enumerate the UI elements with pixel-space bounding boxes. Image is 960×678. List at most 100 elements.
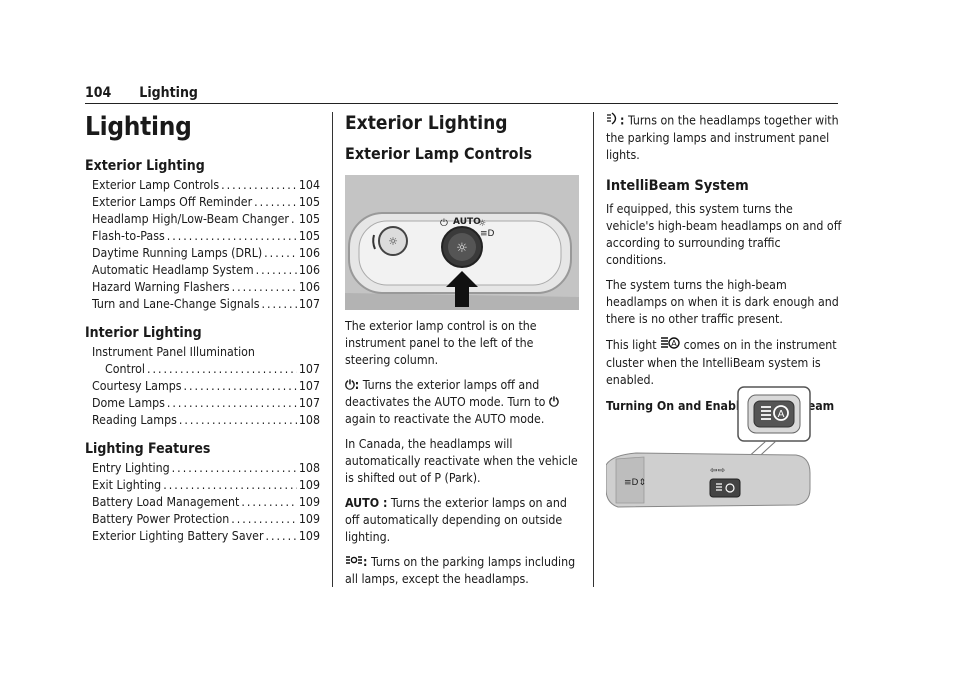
toc-page-number: 105 (298, 229, 320, 243)
toc-entry-label: Hazard Warning Flashers (92, 280, 230, 294)
svg-text:≡D⇕: ≡D⇕ (624, 478, 646, 488)
column-divider-1 (332, 112, 333, 587)
intellibeam-icon: A (660, 336, 680, 355)
svg-text:☼: ☼ (388, 235, 398, 248)
toc-leader-dots (291, 211, 297, 228)
toc-entry-label: Daytime Running Lamps (DRL) (92, 246, 263, 260)
toc-page-number: 104 (298, 178, 320, 192)
toc-leader-dots (184, 378, 297, 395)
toc-leader-dots (167, 395, 297, 412)
toc-leader-dots (266, 528, 297, 545)
toc-leader-dots (221, 177, 297, 194)
toc-leader-dots (256, 262, 297, 279)
toc-entry-continuation[interactable]: Control107 (85, 361, 320, 378)
toc-page-number: 109 (298, 529, 320, 543)
page-number: 104 (85, 85, 112, 101)
toc-page-number: 108 (298, 461, 320, 475)
toc-leader-dots (167, 228, 297, 245)
parking-lamps-description: : Turns on the parking lamps including a… (345, 555, 576, 586)
toc-group-heading: Exterior Lighting (85, 158, 205, 174)
toc-leader-dots (261, 296, 296, 313)
toc-entry-label: Reading Lamps (92, 413, 177, 427)
toc-entry[interactable]: Dome Lamps 107 (85, 395, 320, 412)
content-column-3: : Turns on the headlamps together with t… (606, 112, 842, 420)
toc-entry[interactable]: Instrument Panel Illumination (92, 345, 255, 359)
svg-text:A: A (671, 339, 677, 348)
toc-entry[interactable]: Exterior Lamps Off Reminder105 (85, 194, 320, 211)
headlamps-description: : Turns on the headlamps together with t… (606, 112, 839, 162)
toc-leader-dots (172, 460, 297, 477)
toc-entry-label: Exterior Lamps Off Reminder (92, 195, 253, 209)
svg-text:⇦⇨: ⇦⇨ (710, 466, 726, 476)
toc-entry[interactable]: Battery Load Management 109 (85, 494, 320, 511)
toc-entry[interactable]: Reading Lamps108 (85, 412, 320, 429)
toc-page-number: 107 (298, 379, 320, 393)
control-location-text: The exterior lamp control is on the inst… (345, 319, 537, 367)
toc-page-number: 109 (298, 512, 320, 526)
toc-entry[interactable]: Turn and Lane-Change Signals 107 (85, 296, 320, 313)
intellibeam-intro: If equipped, this system turns the vehic… (606, 202, 842, 267)
toc-entry[interactable]: Exterior Lighting Battery Saver 109 (85, 528, 320, 545)
toc-entry[interactable]: Automatic Headlamp System 106 (85, 262, 320, 279)
toc-entry[interactable]: Exterior Lamp Controls 104 (85, 177, 320, 194)
power-icon: ⏻ (548, 395, 559, 409)
toc-entry-label: Dome Lamps (92, 396, 165, 410)
toc-entry-label: Courtesy Lamps (92, 379, 182, 393)
intellibeam-indicator-text: This light A comes on in the instrument … (606, 336, 837, 387)
svg-text:A: A (778, 409, 785, 420)
toc-page-number: 107 (298, 297, 320, 311)
toc-leader-dots (254, 194, 297, 211)
subsection-title: Exterior Lamp Controls (345, 144, 533, 163)
toc-page-number: 107 (298, 362, 320, 376)
lamp-control-figure: ☼ ⏻ AUTO ☼ ≡D ☼ (345, 175, 579, 310)
toc-page-number: 106 (298, 263, 320, 277)
toc-entry[interactable]: Daytime Running Lamps (DRL) 106 (85, 245, 320, 262)
intellibeam-stalk-figure: A ≡D⇕ ⇦⇨ (605, 385, 812, 515)
auto-label: AUTO (453, 217, 481, 227)
svg-text:⏻: ⏻ (440, 218, 448, 229)
toc-group-heading: Interior Lighting (85, 325, 202, 341)
header-rule (85, 103, 838, 104)
toc-leader-dots (147, 361, 297, 378)
intellibeam-heading: IntelliBeam System (606, 178, 749, 194)
toc-entry[interactable]: Exit Lighting109 (85, 477, 320, 494)
toc-entry[interactable]: Battery Power Protection 109 (85, 511, 320, 528)
intellibeam-behavior: The system turns the high-beam headlamps… (606, 278, 839, 326)
section-title: Exterior Lighting (345, 112, 508, 134)
toc-page-number: 109 (298, 478, 320, 492)
toc-entry[interactable]: Flash-to-Pass105 (85, 228, 320, 245)
toc-page-number: 106 (298, 246, 320, 260)
content-column-2: Exterior Lighting Exterior Lamp Controls… (345, 112, 580, 596)
toc-page-number: 109 (298, 495, 320, 509)
toc-leader-dots (264, 245, 297, 262)
toc-title: Lighting (85, 112, 192, 142)
toc-leader-dots (179, 412, 297, 429)
toc-entry-label: Battery Load Management (92, 495, 240, 509)
toc-entry-label: Battery Power Protection (92, 512, 230, 526)
toc-leader-dots (231, 511, 297, 528)
toc-entry-label: Exterior Lamp Controls (92, 178, 220, 192)
toc-entry-label: Turn and Lane-Change Signals (92, 297, 260, 311)
toc-page-number: 107 (298, 396, 320, 410)
toc-entry[interactable]: Courtesy Lamps 107 (85, 378, 320, 395)
toc-entry[interactable]: Entry Lighting 108 (85, 460, 320, 477)
svg-text:☼: ☼ (478, 219, 486, 229)
svg-text:☼: ☼ (456, 241, 468, 256)
svg-text:≡D: ≡D (480, 229, 495, 239)
auto-description: AUTO : Turns the exterior lamps on and o… (345, 496, 567, 544)
toc-entry-label: Entry Lighting (92, 461, 170, 475)
headlamp-icon (606, 112, 620, 130)
toc-leader-dots (163, 477, 297, 494)
lamp-control-illustration: ☼ ⏻ AUTO ☼ ≡D ☼ (345, 175, 579, 310)
toc-entry[interactable]: Headlamp High/Low-Beam Changer105 (85, 211, 320, 228)
intellibeam-stalk-illustration: A ≡D⇕ ⇦⇨ (605, 386, 811, 508)
off-description: ⏻: Turns the exterior lamps off and deac… (345, 378, 559, 426)
canada-note: In Canada, the headlamps will automatica… (345, 437, 578, 485)
toc-entry[interactable]: Hazard Warning Flashers 106 (85, 279, 320, 296)
toc-page-number: 106 (298, 280, 320, 294)
toc-entry-label: Exterior Lighting Battery Saver (92, 529, 264, 543)
toc-entry-label: Automatic Headlamp System (92, 263, 254, 277)
